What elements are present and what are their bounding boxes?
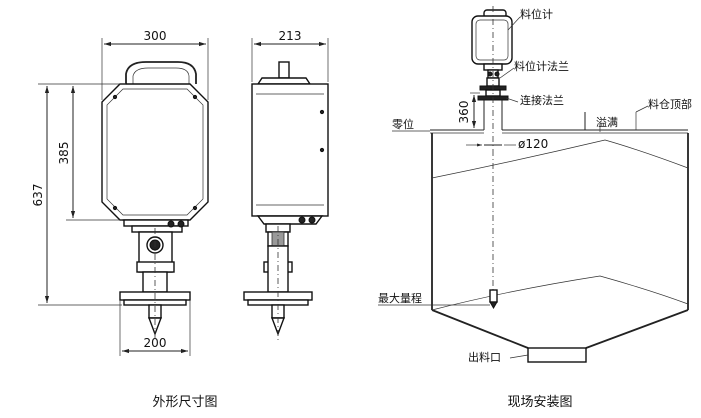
front-dimensions: 300 637 385 200 — [31, 29, 209, 356]
dim-flange-200: 200 — [144, 336, 167, 350]
label-level-meter: 料位计 — [520, 7, 553, 21]
front-housing — [101, 83, 209, 221]
install-meter-head — [471, 15, 513, 65]
dim-depth-213: 213 — [279, 29, 302, 43]
label-outlet: 出料口 — [468, 350, 501, 364]
side-housing — [251, 83, 329, 217]
silo — [430, 112, 689, 363]
silo-outlet — [527, 347, 587, 363]
install-dimensions: 360 ø120 — [457, 92, 548, 151]
material-top-surface — [431, 139, 689, 179]
label-meter-flange: 料位计法兰 — [514, 59, 569, 73]
probe-weight — [489, 289, 498, 303]
side-dimensions: 213 — [251, 29, 329, 82]
label-silo-top: 料仓顶部 — [648, 97, 692, 111]
dim-total-637: 637 — [31, 184, 45, 207]
dim-diameter-120: ø120 — [518, 137, 548, 151]
side-view — [243, 61, 329, 340]
front-housing-inner — [106, 88, 204, 216]
label-overflow: 溢满 — [596, 115, 618, 129]
outline-view-caption: 外形尺寸图 — [152, 395, 217, 410]
material-bottom-surface — [431, 275, 689, 311]
label-connect-flange: 连接法兰 — [520, 93, 564, 107]
handle-outline — [125, 61, 197, 84]
dim-body-385: 385 — [57, 142, 71, 165]
install-view-caption: 现场安装图 — [507, 395, 572, 410]
label-max-range: 最大量程 — [378, 291, 422, 305]
dim-mount-360: 360 — [457, 101, 471, 124]
label-zero-level: 零位 — [392, 117, 414, 131]
front-view — [101, 61, 209, 340]
dim-width-300: 300 — [144, 29, 167, 43]
handle-inner — [132, 67, 190, 84]
install-labels: 料位计 料位计法兰 连接法兰 料仓顶部 零位 溢满 最大量程 出料口 — [378, 7, 692, 364]
install-meter — [471, 6, 513, 150]
